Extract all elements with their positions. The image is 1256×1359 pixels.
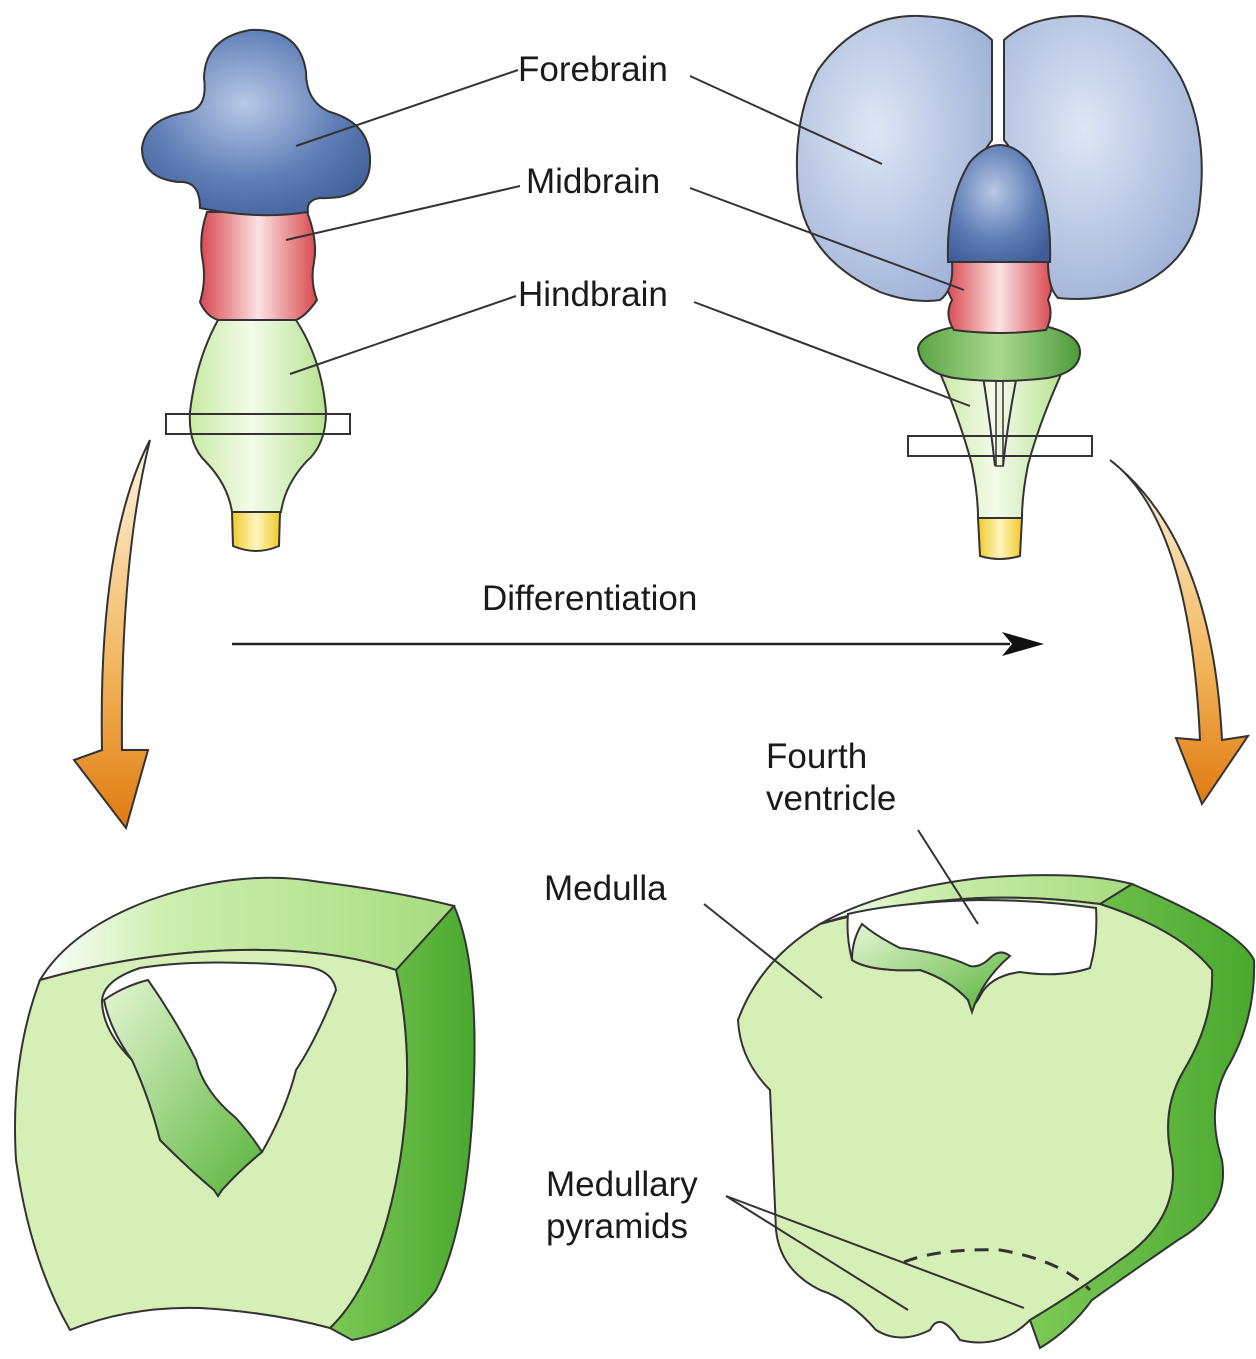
early-spinal-cord bbox=[232, 512, 280, 551]
right-section-arrow bbox=[1110, 460, 1248, 804]
medulla-label: Medulla bbox=[544, 868, 667, 910]
forebrain-label: Forebrain bbox=[518, 49, 668, 91]
left-section-arrow bbox=[74, 440, 150, 828]
differentiated-brain bbox=[797, 16, 1202, 559]
early-hindbrain bbox=[190, 320, 326, 512]
late-spinal-cord bbox=[978, 518, 1022, 559]
early-cross-section bbox=[15, 878, 475, 1340]
early-forebrain bbox=[142, 30, 370, 215]
hindbrain-leader-left bbox=[290, 296, 516, 374]
early-midbrain bbox=[200, 212, 317, 320]
medulla-cross-section bbox=[738, 875, 1254, 1348]
midbrain-label: Midbrain bbox=[526, 161, 660, 203]
early-neural-tube bbox=[142, 30, 370, 551]
hindbrain-label: Hindbrain bbox=[518, 274, 668, 316]
differentiation-arrow bbox=[232, 632, 1044, 656]
late-midbrain bbox=[946, 262, 1053, 333]
fourth-ventricle-label: Fourth ventricle bbox=[766, 736, 896, 820]
differentiation-label: Differentiation bbox=[482, 578, 697, 620]
late-stem-midline bbox=[996, 370, 1003, 466]
forebrain-leader-left bbox=[296, 70, 518, 146]
medullary-pyramids-label: Medullary pyramids bbox=[546, 1164, 698, 1248]
